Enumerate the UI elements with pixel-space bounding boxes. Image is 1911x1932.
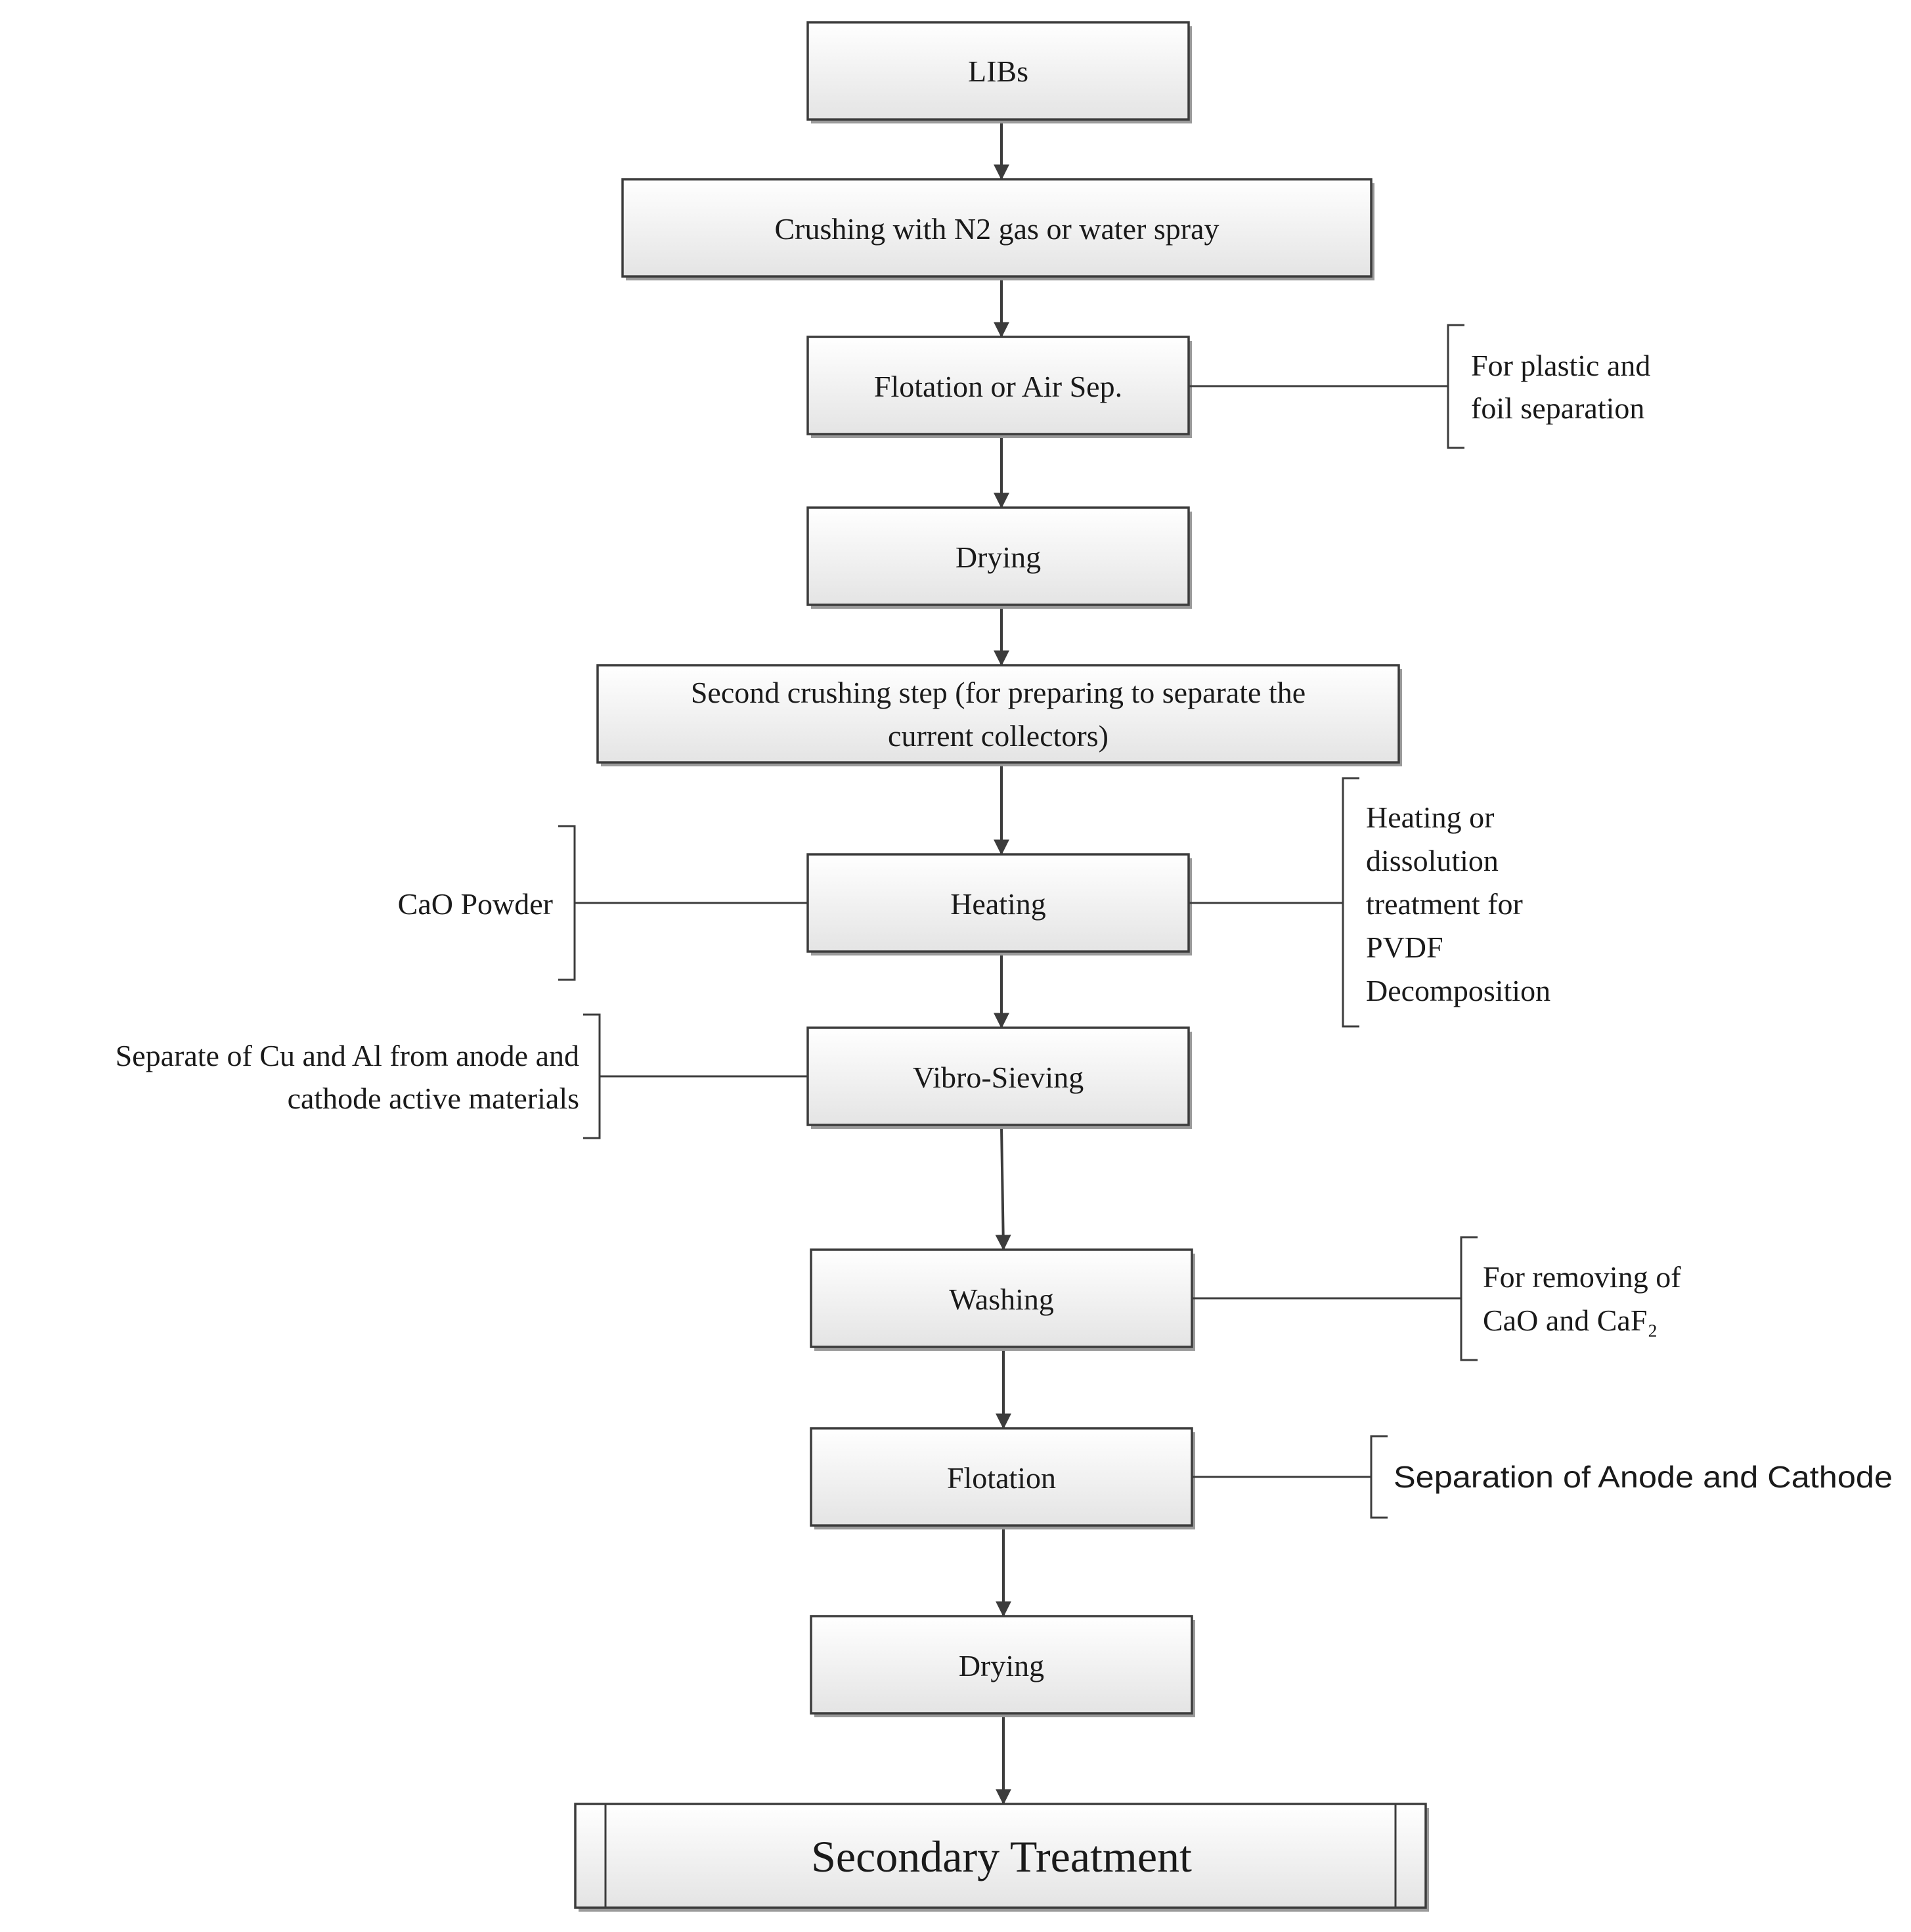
note-plastic-foil: For plastic and foil separation	[1189, 324, 1650, 449]
step-drying-2-label: Drying	[959, 1649, 1044, 1682]
note-pvdf-line2: dissolution	[1366, 844, 1499, 877]
step-secondary-treatment-label: Secondary Treatment	[811, 1832, 1192, 1881]
note-pvdf-bracket	[1342, 777, 1359, 1028]
note-cu-al-line1: Separate of Cu and Al from anode and	[116, 1039, 579, 1072]
step-flotation-label: Flotation	[947, 1461, 1056, 1495]
step-washing: Washing	[810, 1248, 1195, 1351]
note-removing-cao: For removing of CaO and CaF₂	[1192, 1236, 1681, 1361]
step-washing-label: Washing	[949, 1283, 1054, 1316]
step-libs: LIBs	[806, 21, 1192, 123]
note-cao-powder-label: CaO Powder	[398, 887, 553, 921]
step-flotation: Flotation	[810, 1427, 1195, 1529]
flow-arrows	[994, 121, 1011, 1805]
note-pvdf-line5: Decomposition	[1366, 974, 1550, 1007]
step-second-crushing-line1: Second crushing step (for preparing to s…	[691, 676, 1306, 709]
step-crushing: Crushing with N2 gas or water spray	[621, 178, 1374, 280]
note-removing-line1: For removing of	[1483, 1260, 1681, 1294]
step-drying-1: Drying	[806, 506, 1192, 609]
note-plastic-foil-line1: For plastic and	[1471, 349, 1650, 382]
note-pvdf-line4: PVDF	[1366, 931, 1443, 964]
step-flotation-air-sep-label: Flotation or Air Sep.	[874, 370, 1122, 403]
step-second-crushing-line2: current collectors)	[888, 719, 1109, 753]
step-drying-1-label: Drying	[956, 540, 1041, 574]
note-plastic-foil-line2: foil separation	[1471, 391, 1644, 425]
step-heating: Heating	[806, 853, 1192, 955]
step-vibro-sieving-label: Vibro-Sieving	[913, 1061, 1084, 1094]
arrow-vibro-washing	[995, 1126, 1011, 1251]
step-secondary-treatment: Secondary Treatment	[574, 1803, 1429, 1912]
note-anode-cathode: Separation of Anode and Cathode	[1192, 1435, 1893, 1519]
note-removing-bracket	[1460, 1236, 1478, 1361]
note-cu-al-line2: cathode active materials	[288, 1082, 579, 1115]
note-cu-al-separation: Separate of Cu and Al from anode and cat…	[116, 1013, 808, 1139]
note-pvdf-line3: treatment for	[1366, 887, 1523, 921]
step-libs-label: LIBs	[968, 55, 1028, 88]
step-second-crushing: Second crushing step (for preparing to s…	[596, 664, 1402, 766]
step-crushing-label: Crushing with N2 gas or water spray	[774, 212, 1219, 246]
note-pvdf-line1: Heating or	[1366, 801, 1494, 834]
note-cu-al-bracket	[583, 1013, 601, 1139]
note-cao-powder-bracket	[558, 825, 576, 981]
step-heating-label: Heating	[950, 887, 1046, 921]
note-cao-powder: CaO Powder	[398, 825, 808, 981]
step-drying-2: Drying	[810, 1615, 1195, 1717]
note-plastic-foil-bracket	[1447, 324, 1464, 449]
note-removing-line2: CaO and CaF₂	[1483, 1304, 1658, 1337]
note-anode-cathode-bracket	[1370, 1435, 1388, 1519]
note-anode-cathode-label: Separation of Anode and Cathode	[1394, 1460, 1893, 1494]
note-pvdf-decomposition: Heating or dissolution treatment for PVD…	[1189, 777, 1550, 1028]
step-flotation-air-sep: Flotation or Air Sep.	[806, 336, 1192, 438]
step-vibro-sieving: Vibro-Sieving	[806, 1026, 1192, 1129]
